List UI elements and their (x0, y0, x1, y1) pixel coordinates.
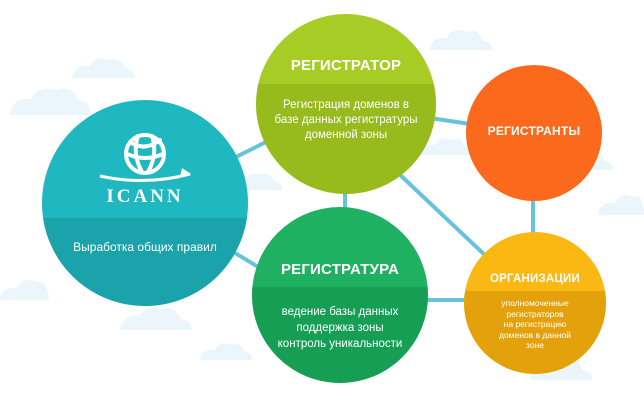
organizations-title: ОРГАНИЗАЦИИ (490, 273, 580, 285)
node-registrants: РЕГИСТРАНТЫ (466, 65, 602, 201)
globe-icon (99, 133, 191, 182)
cloud (200, 343, 253, 360)
organizations-description-line: на регистрацию (503, 319, 567, 329)
icann-caption-band (42, 218, 248, 306)
cloud (120, 307, 192, 330)
registrar-description-line: базе данных регистратуры (274, 114, 418, 126)
registrants-title: РЕГИСТРАНТЫ (487, 124, 581, 138)
cloud (598, 195, 644, 215)
node-registry: РЕГИСТРАТУРА ведение базы данных поддерж… (252, 207, 428, 383)
organizations-description-line: доменов в данной (499, 329, 571, 340)
node-organizations: ОРГАНИЗАЦИИ уполномоченные регистраторов… (464, 232, 606, 374)
registry-description: ведение базы данных поддержка зоны контр… (252, 304, 428, 352)
registry-description-line: ведение базы данных (281, 306, 399, 318)
organizations-description: уполномоченные регистраторов на регистра… (464, 298, 606, 351)
icann-description: Выработка общих правил (73, 240, 217, 254)
node-registrar: РЕГИСТРАТОР Регистрация доменов в базе д… (256, 14, 436, 194)
registrar-description-line: доменной зоны (304, 129, 388, 141)
organizations-description-line: зоне (526, 340, 544, 350)
registrar-description-line: Регистрация доменов в (283, 99, 409, 111)
cloud (10, 88, 91, 115)
cloud (430, 30, 493, 50)
registry-description-line: поддержка зоны (296, 322, 384, 334)
connector-registrar-registrants (428, 116, 472, 126)
cloud (72, 58, 135, 78)
registry-caption-band (252, 287, 428, 383)
registrar-description: Регистрация доменов в базе данных регист… (256, 98, 436, 143)
registry-description-line: контроль уникальности (277, 338, 403, 350)
organizations-caption-band (464, 291, 606, 374)
node-icann: ICANN Выработка общих правил (42, 100, 248, 306)
registrar-caption-band (256, 84, 436, 194)
icann-logo (42, 128, 248, 191)
cloud (0, 280, 49, 300)
registry-title: РЕГИСТРАТУРА (280, 261, 400, 278)
registrar-title: РЕГИСТРАТОР (290, 57, 402, 74)
organizations-description-line: регистраторов (506, 308, 564, 319)
icann-logo-text: ICANN (106, 186, 184, 207)
organizations-description-line: уполномоченные (501, 298, 569, 308)
